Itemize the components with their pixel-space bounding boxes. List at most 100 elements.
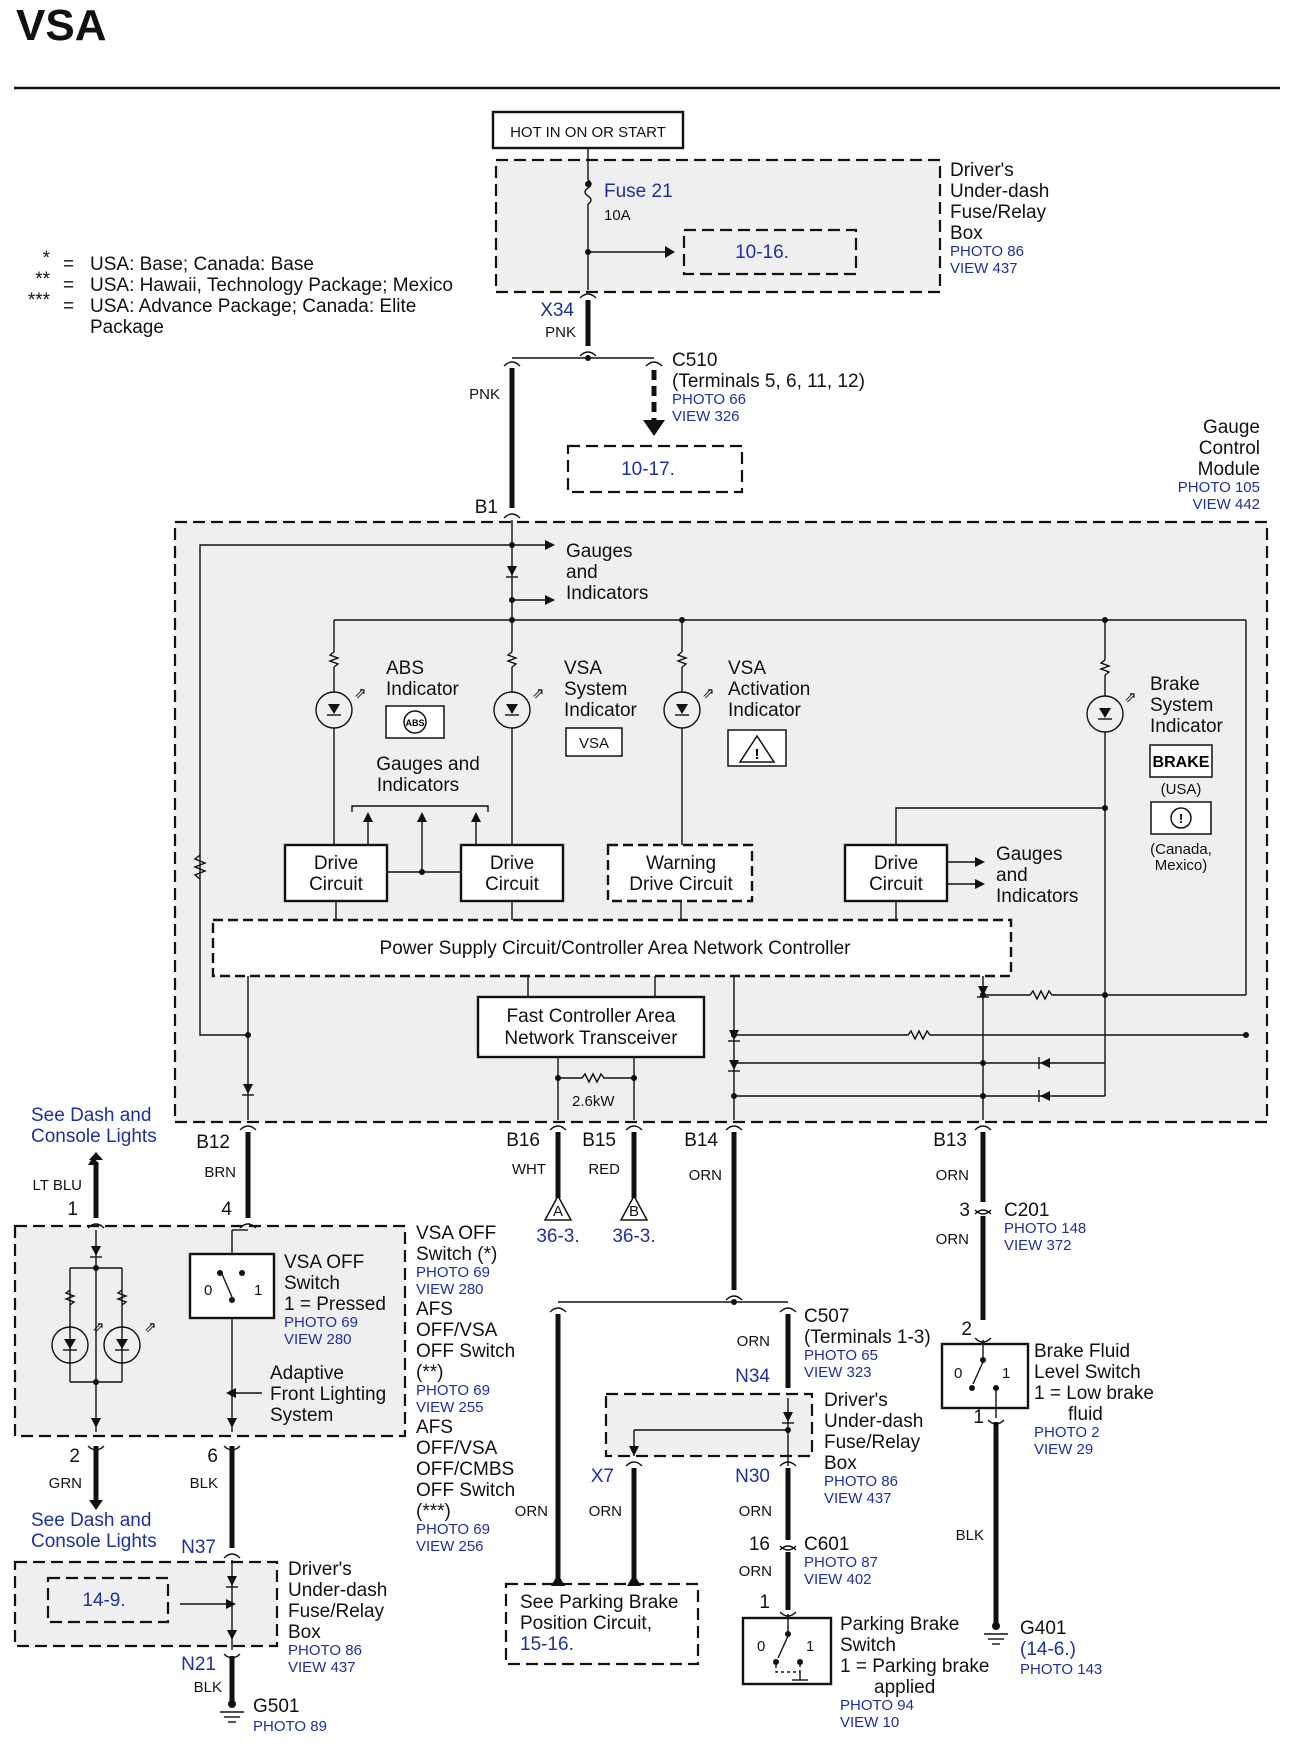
brake-fluid-level-switch[interactable]: [940, 1342, 1030, 1410]
svg-text:Driver's: Driver's: [288, 1559, 352, 1580]
photo-link[interactable]: PHOTO 86: [288, 1642, 362, 1659]
pin-b15: B15: [582, 1130, 616, 1151]
photo-link[interactable]: PHOTO 143: [1020, 1661, 1102, 1678]
x34-label: X34: [540, 300, 574, 321]
arrow: [227, 1418, 237, 1428]
fuse-box-bottom: [13, 1560, 279, 1648]
n37-label: N37: [181, 1537, 216, 1558]
photo-link[interactable]: PHOTO 87: [804, 1554, 878, 1571]
gauges-label-mid: Indicators: [377, 775, 459, 796]
photo-link[interactable]: PHOTO 86: [824, 1473, 898, 1490]
photo-link[interactable]: PHOTO 89: [253, 1718, 327, 1735]
led: [116, 1339, 128, 1349]
photo-link[interactable]: PHOTO 69: [416, 1521, 490, 1538]
wire-label: ORN: [739, 1503, 772, 1520]
ref-10-17[interactable]: 10-17.: [621, 459, 675, 480]
splice: [731, 1299, 737, 1305]
canada-mexico-label: (Canada,: [1150, 841, 1212, 858]
vsa-system-label: System: [564, 679, 627, 700]
switch-contact: [993, 1385, 999, 1391]
view-link[interactable]: VIEW 10: [840, 1714, 899, 1731]
wire-resistor: [734, 1029, 1246, 1041]
switch-contact: [785, 1631, 791, 1637]
vsa-activation-label: Activation: [728, 679, 810, 700]
light-icon: ⇗: [702, 685, 715, 702]
connector-c201: [974, 1209, 992, 1215]
svg-text:Fuse/Relay: Fuse/Relay: [950, 202, 1047, 223]
view-link[interactable]: VIEW 442: [1192, 496, 1260, 513]
photo-link[interactable]: PHOTO 69: [416, 1382, 490, 1399]
photo-link[interactable]: PHOTO 65: [804, 1347, 878, 1364]
gauges-label-right: and: [996, 865, 1028, 886]
connector-b13: [974, 1125, 992, 1131]
photo-link[interactable]: PHOTO 66: [672, 391, 746, 408]
c201-label: C201: [1004, 1200, 1049, 1221]
dash-lights-link[interactable]: See Dash and: [31, 1105, 151, 1126]
ref-15-16[interactable]: 15-16.: [520, 1634, 574, 1655]
view-link[interactable]: VIEW 437: [824, 1490, 892, 1507]
exclamation-icon: !: [755, 746, 760, 763]
view-link[interactable]: VIEW 437: [288, 1659, 356, 1676]
dash-lights-link[interactable]: See Dash and: [31, 1510, 151, 1531]
gauges-label: Indicators: [566, 583, 648, 604]
diode: [978, 986, 988, 996]
svg-text:OFF/VSA: OFF/VSA: [416, 1438, 498, 1459]
ref-14-6[interactable]: (14-6.): [1020, 1639, 1076, 1660]
switch-contact: [980, 1357, 986, 1363]
connector: [87, 1223, 105, 1229]
view-link[interactable]: VIEW 29: [1034, 1441, 1093, 1458]
view-link[interactable]: VIEW 256: [416, 1538, 484, 1555]
diode: [1040, 1091, 1050, 1101]
photo-link[interactable]: PHOTO 69: [284, 1314, 358, 1331]
view-link[interactable]: VIEW 402: [804, 1571, 872, 1588]
svg-text:VSA OFF: VSA OFF: [416, 1223, 496, 1244]
switch-pos-1: 1: [254, 1282, 262, 1299]
vsa-off-switch[interactable]: [188, 1252, 276, 1320]
photo-link[interactable]: PHOTO 94: [840, 1697, 914, 1714]
wire-label: LT BLU: [33, 1177, 82, 1194]
switch-pos-0: 0: [204, 1282, 212, 1299]
svg-text:OFF Switch: OFF Switch: [416, 1341, 515, 1362]
photo-link[interactable]: PHOTO 148: [1004, 1220, 1086, 1237]
splice: [419, 869, 425, 875]
arrow: [363, 812, 373, 822]
photo-link[interactable]: PHOTO 2: [1034, 1424, 1100, 1441]
dash-lights-link[interactable]: Console Lights: [31, 1126, 157, 1147]
view-link[interactable]: VIEW 280: [284, 1331, 352, 1348]
power-supply-circuit: [211, 918, 1013, 978]
connector-c510: [645, 361, 663, 367]
svg-text:Driver's: Driver's: [950, 160, 1014, 181]
ref-36-3-b[interactable]: 36-3.: [612, 1226, 655, 1247]
ref-36-3-a[interactable]: 36-3.: [536, 1226, 579, 1247]
drive-circuit-label: Drive: [314, 853, 358, 874]
diode: [629, 1446, 639, 1456]
photo-link[interactable]: PHOTO 105: [1178, 479, 1260, 496]
connector-x7: [625, 1461, 643, 1467]
view-link[interactable]: VIEW 280: [416, 1281, 484, 1298]
resistor: [64, 1289, 76, 1306]
view-link[interactable]: VIEW 326: [672, 408, 740, 425]
view-link[interactable]: VIEW 255: [416, 1399, 484, 1416]
parking-switch-label: Switch: [840, 1635, 896, 1656]
c507-label: C507: [804, 1306, 849, 1327]
photo-link[interactable]: PHOTO 69: [416, 1264, 490, 1281]
svg-text:Under-dash: Under-dash: [950, 181, 1049, 202]
view-link[interactable]: VIEW 437: [950, 260, 1018, 277]
svg-text:Fuse/Relay: Fuse/Relay: [288, 1601, 385, 1622]
diode: [227, 1576, 237, 1586]
wire-label: WHT: [512, 1161, 546, 1178]
parking-brake-switch[interactable]: [741, 1616, 833, 1686]
dash-lights-link[interactable]: Console Lights: [31, 1531, 157, 1552]
connector-n30: [779, 1461, 797, 1467]
ref-10-16[interactable]: 10-16.: [735, 242, 789, 263]
connector-b14: [725, 1125, 743, 1131]
view-link[interactable]: VIEW 323: [804, 1364, 872, 1381]
photo-link[interactable]: PHOTO 86: [950, 243, 1024, 260]
ref-14-9[interactable]: 14-9.: [82, 1590, 125, 1611]
led: [506, 704, 518, 714]
arrow: [471, 812, 481, 822]
connector-c601: [779, 1545, 797, 1551]
legend-text-3-cont: Package: [90, 317, 164, 338]
vsa-symbol-box: [565, 727, 623, 757]
view-link[interactable]: VIEW 372: [1004, 1237, 1072, 1254]
